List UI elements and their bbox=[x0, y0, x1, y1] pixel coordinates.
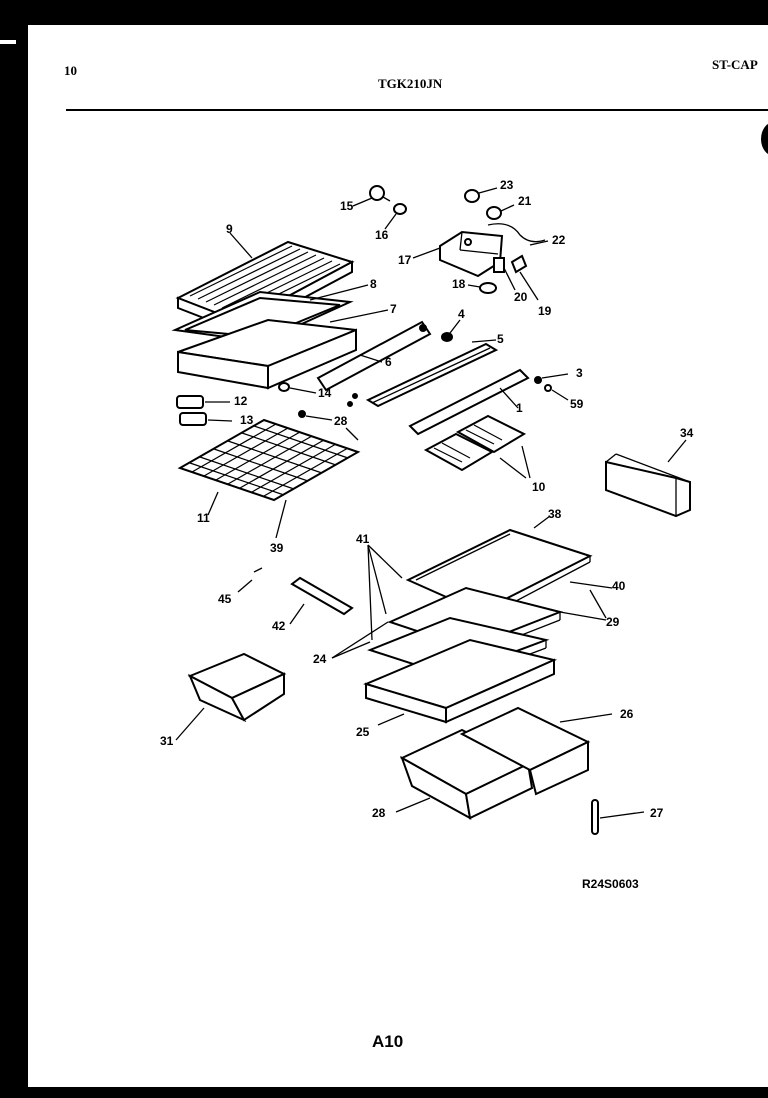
callout-45: 45 bbox=[218, 592, 232, 606]
part-34-door-bin bbox=[605, 439, 691, 518]
callout-5: 5 bbox=[497, 332, 504, 346]
callout-28-top: 28 bbox=[334, 414, 348, 428]
part-14-clip bbox=[278, 382, 358, 407]
callout-7: 7 bbox=[390, 302, 397, 316]
callout-14: 14 bbox=[318, 386, 332, 400]
part-27-drain-tube bbox=[591, 799, 645, 835]
part-21-22-23-controls bbox=[464, 187, 549, 246]
header-rule bbox=[66, 109, 768, 111]
callout-19: 19 bbox=[538, 304, 552, 318]
callout-28-bottom: 28 bbox=[372, 806, 386, 820]
part-4-screw bbox=[441, 319, 461, 342]
part-26-crisper-drawers bbox=[395, 706, 613, 820]
callout-13: 13 bbox=[240, 413, 254, 427]
part-41-leaders bbox=[367, 544, 403, 641]
callout-labels: 9 8 7 6 15 16 17 23 21 22 18 20 19 4 5 3… bbox=[160, 178, 694, 820]
diagram-code: R24S0603 bbox=[582, 877, 639, 891]
part-10-ice-trays bbox=[423, 414, 531, 479]
callout-15: 15 bbox=[340, 199, 354, 213]
part-3-59-screws bbox=[534, 373, 569, 401]
callout-26: 26 bbox=[620, 707, 634, 721]
part-18-19-20-hardware bbox=[467, 254, 539, 301]
callout-38: 38 bbox=[548, 507, 562, 521]
callout-20: 20 bbox=[514, 290, 528, 304]
callout-18: 18 bbox=[452, 277, 466, 291]
callout-11: 11 bbox=[197, 511, 210, 525]
part-31-meat-pan bbox=[175, 652, 287, 741]
callout-41: 41 bbox=[356, 532, 370, 546]
callout-34: 34 bbox=[680, 426, 694, 440]
callout-22: 22 bbox=[552, 233, 566, 247]
punch-hole-mark bbox=[761, 122, 768, 156]
callout-21: 21 bbox=[518, 194, 532, 208]
callout-25: 25 bbox=[356, 725, 370, 739]
scan-edge-mark bbox=[0, 40, 16, 44]
part-11-wire-shelf bbox=[177, 418, 361, 539]
model-number: TGK210JN bbox=[378, 76, 443, 91]
callout-17: 17 bbox=[398, 253, 412, 267]
callout-3: 3 bbox=[576, 366, 583, 380]
part-28-plug bbox=[298, 410, 359, 441]
page-id: A10 bbox=[372, 1032, 404, 1051]
callout-39: 39 bbox=[270, 541, 284, 555]
part-7-shelf-base bbox=[177, 309, 389, 390]
callout-40: 40 bbox=[612, 579, 626, 593]
callout-27: 27 bbox=[650, 806, 664, 820]
callout-24: 24 bbox=[313, 652, 327, 666]
callout-10: 10 bbox=[532, 480, 546, 494]
callout-12: 12 bbox=[234, 394, 248, 408]
part-25-crisper-cover bbox=[363, 638, 558, 726]
callout-4: 4 bbox=[458, 307, 465, 321]
callout-8: 8 bbox=[370, 277, 377, 291]
part-17-control-housing bbox=[412, 230, 504, 278]
callout-31: 31 bbox=[160, 734, 174, 748]
callout-1: 1 bbox=[516, 401, 523, 415]
callout-42: 42 bbox=[272, 619, 286, 633]
part-15-16-knobs bbox=[352, 185, 407, 230]
part-42-divider bbox=[289, 576, 354, 625]
callout-23: 23 bbox=[500, 178, 514, 192]
callout-9: 9 bbox=[226, 222, 233, 236]
part-5-shelf-rail bbox=[365, 339, 499, 408]
part-6-bracket bbox=[316, 320, 432, 392]
part-1-support-rail bbox=[408, 368, 530, 436]
callout-6: 6 bbox=[385, 355, 392, 369]
part-12-13-brackets bbox=[176, 395, 233, 426]
callout-29: 29 bbox=[606, 615, 620, 629]
corner-code: ST-CAP bbox=[712, 57, 758, 72]
callout-59: 59 bbox=[570, 397, 584, 411]
part-45-pin bbox=[237, 567, 263, 593]
drawing-sheet bbox=[28, 25, 768, 1087]
page-number: 10 bbox=[64, 63, 77, 78]
callout-16: 16 bbox=[375, 228, 389, 242]
